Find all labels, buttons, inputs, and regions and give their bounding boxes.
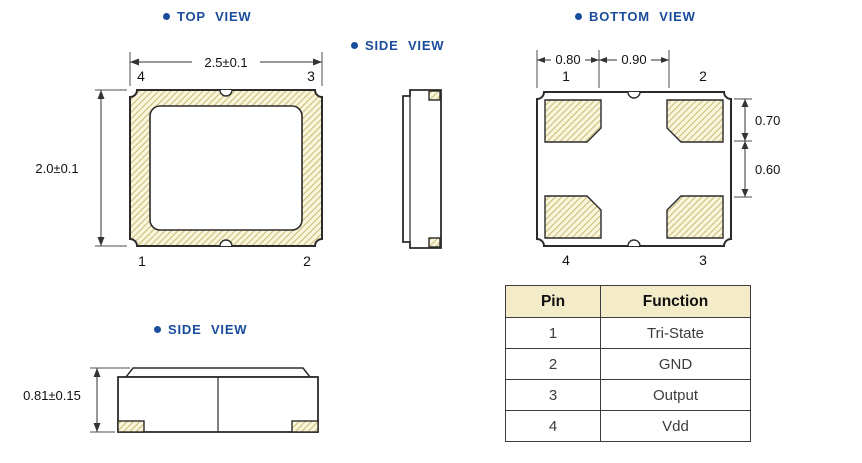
bottom-view-pin-3: 3 — [699, 252, 707, 268]
side-view-lower-label: SIDE VIEW — [154, 322, 247, 337]
pad-pin-4 — [544, 195, 602, 239]
side-lower-pad-left — [117, 420, 145, 433]
bottom-top-dimension-group: 0.80 0.90 — [536, 50, 670, 88]
pad-pin-3 — [666, 195, 724, 239]
bottom-view-label: BOTTOM VIEW — [575, 9, 696, 24]
pin-cell: 1 — [505, 317, 601, 349]
side-upper-pad-top — [428, 90, 441, 101]
top-height-dimension-group: 2.0±0.1 — [35, 89, 127, 247]
bullet-icon — [163, 13, 170, 20]
bottom-view-top-notch — [627, 91, 641, 99]
pin-cell: 4 — [505, 410, 601, 442]
table-row: 3 Output — [505, 379, 751, 411]
function-column-header: Function — [600, 285, 751, 318]
pin-table-header-row: Pin Function — [505, 285, 751, 318]
bottom-dim-h2: 0.90 — [621, 52, 646, 67]
pin-cell: 3 — [505, 379, 601, 411]
top-width-dimension-group: 2.5±0.1 — [129, 52, 323, 86]
bottom-dim-v2: 0.60 — [755, 162, 780, 177]
bullet-icon — [575, 13, 582, 20]
top-view-pin-3: 3 — [307, 68, 315, 84]
side-upper-pad-bottom — [428, 237, 441, 248]
pin-column-header: Pin — [505, 285, 601, 318]
function-cell: Tri-State — [600, 317, 751, 349]
pin-cell: 2 — [505, 348, 601, 380]
bottom-dim-h1: 0.80 — [555, 52, 580, 67]
top-view-pin-2: 2 — [303, 253, 311, 269]
table-row: 4 Vdd — [505, 410, 751, 442]
bullet-icon — [351, 42, 358, 49]
package-lid — [124, 367, 312, 378]
bottom-view-pin-2: 2 — [699, 68, 707, 84]
bottom-dim-v1: 0.70 — [755, 113, 780, 128]
top-view-label: TOP VIEW — [163, 9, 252, 24]
side-view-lower-drawing: 0.81±0.15 — [23, 367, 319, 433]
function-cell: Output — [600, 379, 751, 411]
function-cell: Vdd — [600, 410, 751, 442]
package-cavity — [149, 105, 303, 231]
table-row: 1 Tri-State — [505, 317, 751, 349]
side-lower-pad-right — [291, 420, 319, 433]
top-width-dimension: 2.5±0.1 — [204, 55, 247, 70]
side-lower-height-dimension: 0.81±0.15 — [23, 388, 81, 403]
bottom-right-dimension-group: 0.70 0.60 — [734, 98, 780, 198]
side-upper-outline — [402, 89, 442, 249]
top-view-pin-4: 4 — [137, 68, 145, 84]
top-view-pin-1: 1 — [138, 253, 146, 269]
top-view-drawing: 2.5±0.1 2.0±0.1 4 3 1 2 — [35, 52, 323, 269]
pad-pin-1 — [544, 99, 602, 143]
top-edge-notch — [219, 89, 233, 97]
side-view-upper-label: SIDE VIEW — [351, 38, 444, 53]
top-height-dimension: 2.0±0.1 — [35, 161, 78, 176]
bullet-icon — [154, 326, 161, 333]
bottom-view-drawing: 0.80 0.90 0.70 0.60 — [536, 50, 780, 268]
bottom-view-pin-4: 4 — [562, 252, 570, 268]
function-cell: GND — [600, 348, 751, 380]
bottom-view-bottom-notch — [627, 239, 641, 247]
bottom-view-label-text: BOTTOM VIEW — [589, 9, 696, 24]
pad-pin-2 — [666, 99, 724, 143]
pin-function-table: Pin Function 1 Tri-State 2 GND 3 Output … — [505, 285, 751, 442]
side-view-lower-label-text: SIDE VIEW — [168, 322, 248, 337]
table-row: 2 GND — [505, 348, 751, 380]
bottom-edge-notch — [219, 239, 233, 247]
side-view-upper-label-text: SIDE VIEW — [365, 38, 445, 53]
side-lower-height-dimension-group: 0.81±0.15 — [23, 367, 130, 433]
bottom-view-pin-1: 1 — [562, 68, 570, 84]
side-view-upper-drawing — [402, 89, 442, 249]
top-view-label-text: TOP VIEW — [177, 9, 252, 24]
